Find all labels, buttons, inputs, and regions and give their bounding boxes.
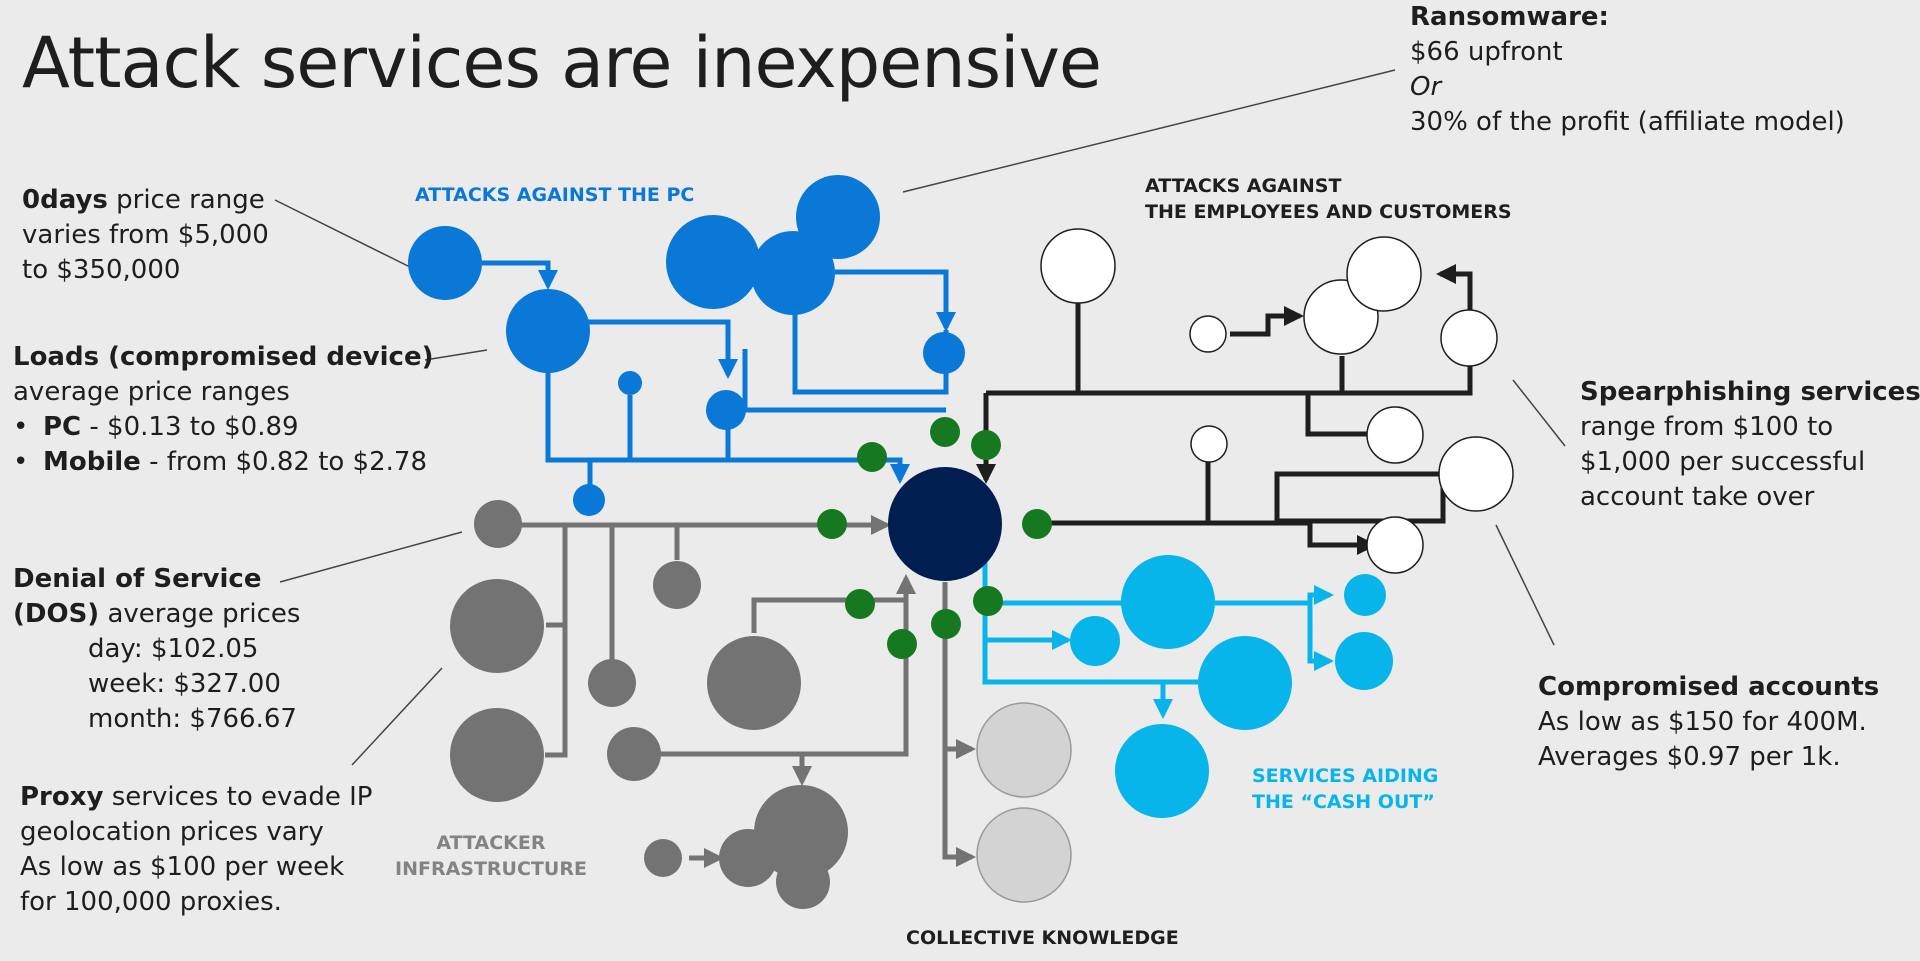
- group-label-cashout: SERVICES AIDING THE “CASH OUT”: [1252, 763, 1438, 815]
- dos-line2-rest: average prices: [99, 599, 301, 629]
- loads-mobile-label: Mobile: [43, 447, 141, 477]
- employee-attack-nodes: [1040, 228, 1514, 574]
- knowledge-nodes: [976, 702, 1072, 903]
- ransomware-heading: Ransomware:: [1410, 2, 1609, 32]
- ransomware-annotation: Ransomware: $66 upfront Or 30% of the pr…: [1410, 0, 1845, 140]
- loads-price-item-mobile: Mobile - from $0.82 to $2.78: [13, 445, 433, 480]
- proxy-line1: services to evade IP: [103, 782, 373, 812]
- loads-pc-label: PC: [43, 412, 82, 442]
- spearphishing-line2: range from $100 to: [1580, 412, 1834, 442]
- group-label-employees-line1: ATTACKS AGAINST: [1145, 175, 1342, 197]
- proxy-line2: geolocation prices vary: [20, 817, 324, 847]
- loads-annotation: Loads (compromised device) average price…: [13, 340, 433, 480]
- zerodays-bold: 0days: [22, 185, 108, 215]
- proxy-annotation: Proxy services to evade IP geolocation p…: [20, 780, 372, 920]
- proxy-line4: for 100,000 proxies.: [20, 887, 282, 917]
- zerodays-line3: to $350,000: [22, 255, 181, 285]
- infrastructure-nodes: [450, 500, 848, 909]
- knowledge-connectors: [942, 582, 976, 867]
- dos-day-price: day: $102.05: [88, 634, 259, 664]
- page-title: Attack services are inexpensive: [22, 22, 1102, 104]
- zerodays-annotation: 0days price range varies from $5,000 to …: [22, 183, 269, 288]
- proxy-bold: Proxy: [20, 782, 104, 812]
- group-label-infrastructure-line1: ATTACKER: [436, 832, 546, 854]
- dos-line1: Denial of Service: [13, 564, 262, 594]
- group-label-cashout-line1: SERVICES AIDING: [1252, 765, 1439, 787]
- cashout-connectors: [982, 555, 1334, 719]
- spearphishing-heading: Spearphishing services: [1580, 377, 1920, 407]
- spearphishing-line4: account take over: [1580, 482, 1815, 512]
- group-label-knowledge: COLLECTIVE KNOWLEDGE: [906, 927, 1179, 949]
- loads-price-item-pc: PC - $0.13 to $0.89: [13, 410, 433, 445]
- compromised-heading: Compromised accounts: [1538, 672, 1880, 702]
- ransomware-line1: $66 upfront: [1410, 37, 1563, 67]
- spearphishing-line3: $1,000 per successful: [1580, 447, 1866, 477]
- dos-month-price: month: $766.67: [88, 704, 297, 734]
- zerodays-line1: price range: [107, 185, 265, 215]
- proxy-line3: As low as $100 per week: [20, 852, 345, 882]
- callout-leader-lines: [274, 69, 1566, 766]
- group-label-infrastructure-line2: INFRASTRUCTURE: [395, 858, 587, 880]
- zerodays-line2: varies from $5,000: [22, 220, 269, 250]
- loads-line2: average price ranges: [13, 377, 290, 407]
- ransomware-line3: 30% of the profit (affiliate model): [1410, 107, 1845, 137]
- loads-price-list: PC - $0.13 to $0.89 Mobile - from $0.82 …: [13, 410, 433, 480]
- group-label-pc: ATTACKS AGAINST THE PC: [415, 184, 695, 206]
- group-label-infrastructure: ATTACKER INFRASTRUCTURE: [395, 830, 587, 882]
- group-label-employees: ATTACKS AGAINST THE EMPLOYEES AND CUSTOM…: [1145, 173, 1512, 225]
- compromised-line2: As low as $150 for 400M.: [1538, 707, 1867, 737]
- cashout-nodes: [1070, 555, 1393, 818]
- loads-heading: Loads (compromised device): [13, 342, 434, 372]
- loads-mobile-value: - from $0.82 to $2.78: [140, 447, 427, 477]
- central-hub-node: [888, 467, 1002, 581]
- loads-pc-value: - $0.13 to $0.89: [81, 412, 299, 442]
- green-connector-dots: [817, 417, 1052, 659]
- dos-week-price: week: $327.00: [88, 669, 281, 699]
- compromised-line3: Averages $0.97 per 1k.: [1538, 742, 1841, 772]
- dos-line2-bold: (DOS): [13, 599, 100, 629]
- ransomware-or: Or: [1410, 72, 1442, 102]
- group-label-employees-line2: THE EMPLOYEES AND CUSTOMERS: [1145, 201, 1512, 223]
- compromised-accounts-annotation: Compromised accounts As low as $150 for …: [1538, 670, 1879, 775]
- pc-attack-nodes: [408, 175, 965, 516]
- spearphishing-annotation: Spearphishing services range from $100 t…: [1580, 375, 1920, 515]
- dos-annotation: Denial of Service (DOS) average prices d…: [13, 562, 300, 737]
- group-label-cashout-line2: THE “CASH OUT”: [1252, 791, 1435, 813]
